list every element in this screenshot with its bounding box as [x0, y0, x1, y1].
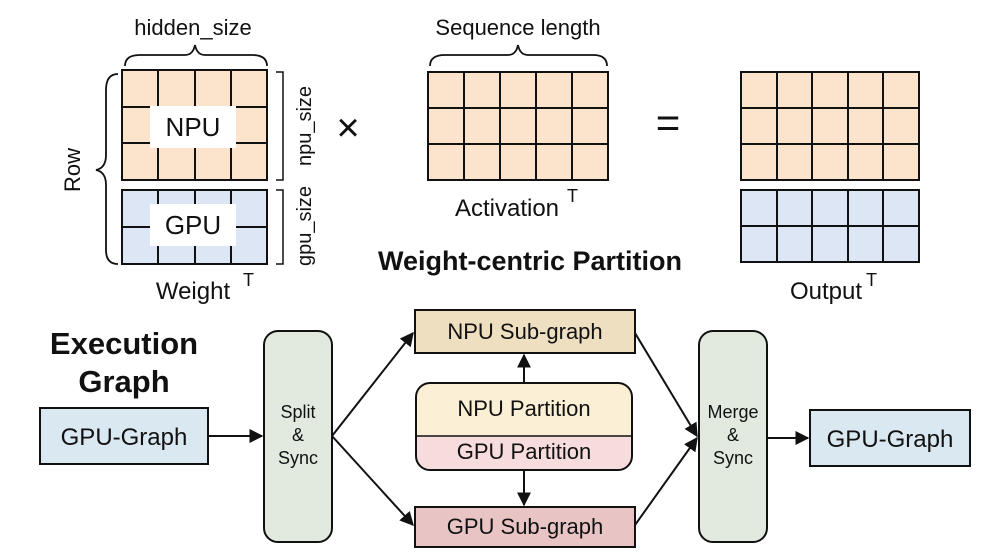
equals-sign: = — [656, 99, 681, 146]
hidden-size-label: hidden_size — [134, 15, 251, 40]
row-brace — [95, 73, 119, 265]
execution-graph-title-line1: Execution — [50, 326, 198, 361]
split-sync-line2: & — [292, 425, 304, 445]
npu-subgraph-box — [414, 309, 636, 354]
gpu-graph-output-box — [809, 409, 971, 467]
npu-partition-label: NPU Partition — [457, 396, 590, 421]
output-gpu-matrix — [740, 189, 920, 263]
output-npu-matrix — [740, 71, 920, 181]
split-sync-line1: Split — [280, 402, 315, 422]
npu-label-bg — [150, 106, 236, 148]
partition-title: Weight-centric Partition — [378, 246, 682, 276]
activation-matrix — [427, 71, 609, 181]
execution-graph-title-line2: Graph — [78, 364, 169, 399]
gpu-label-bg — [150, 204, 236, 246]
multiply-sign: × — [336, 106, 359, 150]
weight-gpu-label: GPU — [165, 210, 221, 240]
merge-sync-line2: & — [727, 425, 739, 445]
merge-sync-line1: Merge — [707, 402, 758, 422]
arrow-gpu-to-merge — [634, 436, 698, 526]
gpu-size-bracket — [276, 189, 284, 265]
npu-size-bracket — [276, 71, 284, 181]
weight-transpose-mark: T — [243, 270, 254, 290]
gpu-graph-input-label: GPU-Graph — [61, 424, 188, 451]
activation-label: Activation — [455, 195, 559, 222]
npu-subgraph-label: NPU Sub-graph — [447, 319, 602, 344]
gpu-subgraph-box — [414, 506, 636, 548]
row-label: Row — [60, 148, 85, 192]
merge-sync-line3: Sync — [713, 448, 753, 468]
weight-label: Weight — [156, 278, 231, 305]
graph-arrows — [208, 331, 810, 527]
activation-transpose-mark: T — [567, 186, 578, 206]
sequence-length-label: Sequence length — [435, 15, 600, 40]
gpu-graph-output-label: GPU-Graph — [827, 426, 954, 453]
gpu-graph-input-box — [39, 407, 209, 465]
merge-sync-box — [698, 330, 768, 543]
split-sync-line3: Sync — [278, 448, 318, 468]
output-transpose-mark: T — [866, 270, 877, 290]
weight-npu-label: NPU — [166, 112, 221, 142]
npu-size-label: npu_size — [294, 86, 316, 166]
partition-box — [415, 382, 633, 471]
hidden-size-brace — [124, 44, 268, 67]
arrow-split-to-npu — [331, 331, 414, 437]
arrow-npu-to-merge — [634, 332, 698, 438]
arrow-split-to-gpu — [331, 435, 414, 527]
output-label: Output — [790, 278, 862, 305]
gpu-size-label: gpu_size — [294, 186, 316, 266]
gpu-partition-label: GPU Partition — [457, 439, 592, 464]
sequence-length-brace — [429, 44, 608, 67]
gpu-subgraph-label: GPU Sub-graph — [447, 514, 604, 539]
